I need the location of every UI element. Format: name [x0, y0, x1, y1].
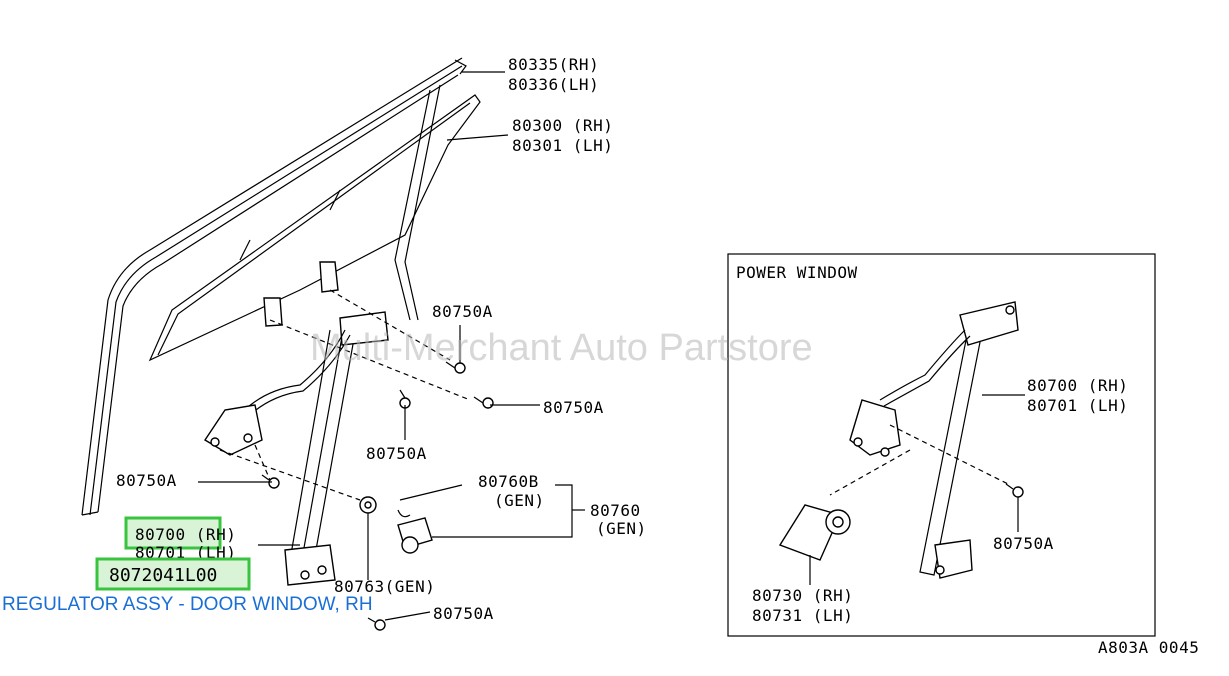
label-clip[interactable]: 80763(GEN): [334, 577, 435, 596]
label-glass-lh[interactable]: 80301 (LH): [512, 136, 613, 155]
power-window-title: POWER WINDOW: [736, 263, 858, 282]
power-window-inset: POWER WINDOW: [727, 253, 1156, 637]
diagram-code: A803A 0045: [1098, 638, 1199, 657]
label-regulator-rh[interactable]: 80700 (RH): [135, 525, 236, 544]
label-bolt[interactable]: 80750A: [993, 534, 1054, 553]
bolt-icon: [473, 396, 494, 409]
label-regulator-lh[interactable]: 80701 (LH): [135, 543, 236, 562]
label-glass-channel-rh[interactable]: 80335(RH): [508, 55, 599, 74]
label-bolt[interactable]: 80750A: [366, 444, 427, 463]
label-cable-gen: (GEN): [596, 519, 647, 538]
bolt-icon[interactable]: [1005, 483, 1024, 532]
label-motor-rh[interactable]: 80730 (RH): [752, 586, 853, 605]
label-cable-b-gen: (GEN): [494, 491, 545, 510]
leader-lines: [198, 71, 585, 621]
label-bolt[interactable]: 80750A: [543, 398, 604, 417]
regulator-rail[interactable]: [263, 261, 389, 586]
label-pw-regulator-lh[interactable]: 80701 (LH): [1027, 396, 1128, 415]
pw-motor[interactable]: [778, 504, 851, 585]
label-glass-rh[interactable]: 80300 (RH): [512, 116, 613, 135]
label-pw-regulator-rh[interactable]: 80700 (RH): [1027, 376, 1128, 395]
selected-part-number[interactable]: 8072041L00: [109, 565, 217, 586]
label-bolt[interactable]: 80750A: [433, 604, 494, 623]
bolt-icon: [367, 617, 386, 631]
label-bolt[interactable]: 80750A: [432, 302, 493, 321]
cable-parts[interactable]: [359, 496, 433, 554]
label-bolt[interactable]: 80750A: [116, 471, 177, 490]
label-motor-lh[interactable]: 80731 (LH): [752, 606, 853, 625]
regulator-cable[interactable]: [204, 329, 351, 456]
alignment-lines: [219, 289, 471, 501]
door-glass[interactable]: [148, 94, 481, 362]
selected-part-number-box[interactable]: [95, 557, 251, 591]
label-cable[interactable]: 80760: [590, 501, 641, 520]
label-glass-channel-lh[interactable]: 80336(LH): [508, 75, 599, 94]
glass-run-channel[interactable]: [81, 57, 467, 516]
selected-part-description[interactable]: REGULATOR ASSY - DOOR WINDOW, RH: [2, 594, 373, 615]
label-cable-b[interactable]: 80760B: [478, 472, 539, 491]
bolt-icon: [261, 474, 280, 489]
watermark: Multi-Merchant Auto Partstore: [310, 327, 813, 369]
pw-regulator[interactable]: [849, 301, 1019, 579]
selected-part-label-box[interactable]: [124, 516, 222, 550]
bolts[interactable]: [261, 361, 494, 631]
